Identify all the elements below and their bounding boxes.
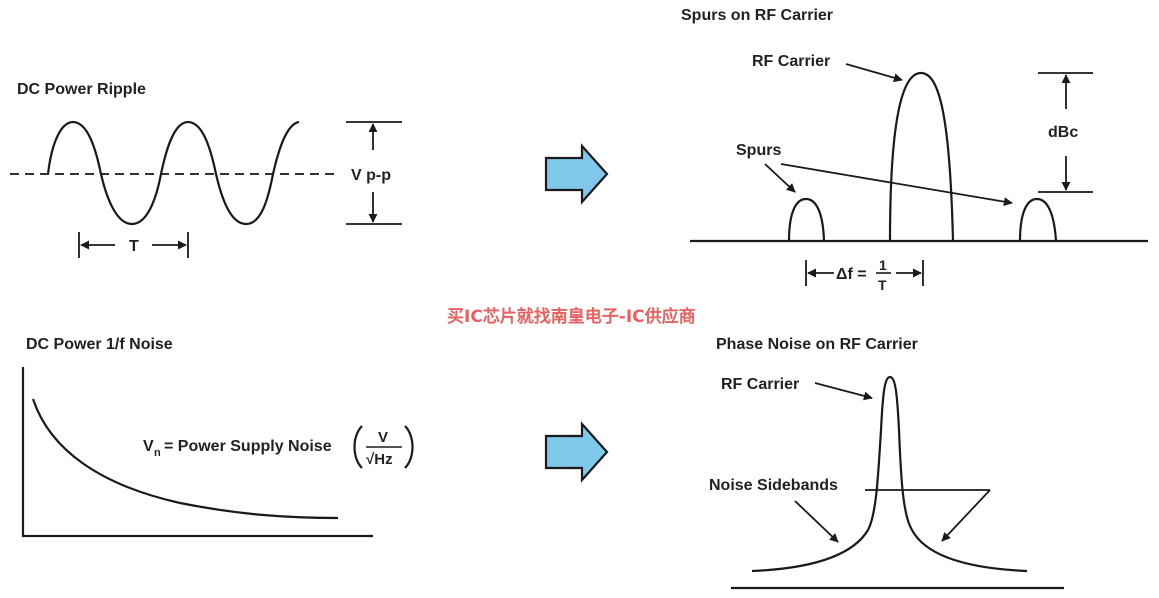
spurs-title: Spurs on RF Carrier [681, 7, 833, 24]
formula-right-paren [404, 425, 414, 469]
left-spur [787, 197, 826, 242]
dc-noise-title: DC Power 1/f Noise [26, 336, 173, 353]
phase-noise-carrier-curve [751, 375, 1028, 573]
deltaf-label: Δf = [836, 266, 867, 283]
spur-left-pointer [764, 163, 796, 193]
phase-rf-carrier-label: RF Carrier [721, 376, 799, 393]
dc-ripple-title: DC Power Ripple [17, 81, 146, 98]
dc-noise-panel: DC Power 1/f Noise V n = Power Supply No… [21, 336, 414, 538]
phase-noise-panel: Phase Noise on RF Carrier RF Carrier Noi… [709, 336, 1064, 590]
right-spur [1018, 197, 1058, 242]
ripple-sine-wave [46, 120, 300, 226]
rf-carrier-label: RF Carrier [752, 53, 830, 70]
spur-right-pointer [780, 163, 1013, 207]
formula-v: V [143, 438, 154, 455]
phase-rf-carrier-pointer [814, 382, 873, 401]
period-label: T [129, 238, 139, 255]
transform-arrow-top [544, 143, 609, 205]
sideband-right-pointer [941, 489, 991, 542]
unit-denominator: √Hz [366, 451, 393, 468]
transform-arrow-bottom [544, 421, 609, 483]
formula-text: = Power Supply Noise [164, 438, 332, 455]
noise-sidebands-label: Noise Sidebands [709, 477, 838, 494]
phase-noise-title: Phase Noise on RF Carrier [716, 336, 918, 353]
formula-subscript-n: n [154, 447, 161, 459]
spurs-label: Spurs [736, 142, 781, 159]
spurs-panel: Spurs on RF Carrier RF Carrier Spurs dBc… [681, 7, 1148, 293]
dbc-label: dBc [1048, 124, 1078, 141]
deltaf-denominator: T [878, 277, 887, 293]
watermark-text: 买IC芯片就找南皇电子-IC供应商 [447, 306, 696, 327]
rf-carrier-peak [888, 71, 955, 242]
dc-ripple-panel: DC Power Ripple V p-p T [10, 81, 402, 258]
sideband-left-pointer [794, 500, 839, 543]
rf-carrier-pointer [845, 63, 903, 83]
vpp-label: V p-p [351, 167, 391, 184]
one-over-f-curve [31, 398, 339, 520]
deltaf-numerator: 1 [879, 257, 887, 273]
unit-numerator: V [378, 429, 388, 446]
formula-left-paren [353, 425, 363, 469]
